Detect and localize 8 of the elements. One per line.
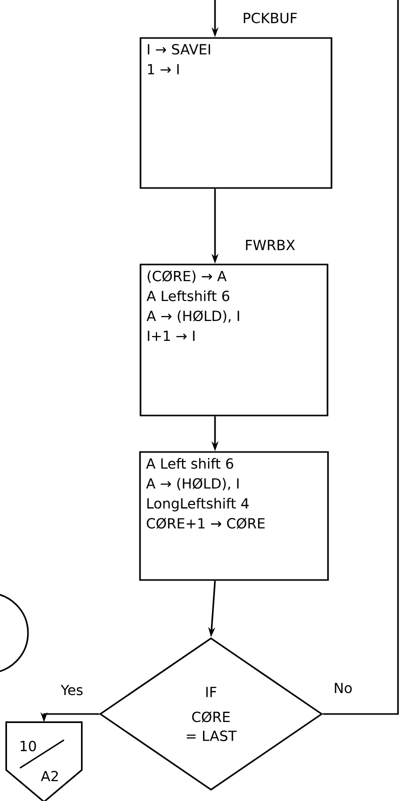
- process-box: (CØRE) → A A Leftshift 6 A → (HØLD), I I+1 → I: [140, 264, 328, 416]
- page-connector: 10 A2: [5, 721, 83, 801]
- edge-label: PCKBUF: [241, 12, 299, 24]
- edge-label: Yes: [60, 684, 84, 696]
- edge-label: No: [332, 682, 354, 694]
- process-box: I → SAVEI 1 → I: [140, 37, 332, 189]
- process-box: A Left shift 6 A → (HØLD), I LongLeftshift 4 CØRE+1 → CØRE: [139, 451, 329, 581]
- edge-label: FWRBX: [244, 238, 296, 252]
